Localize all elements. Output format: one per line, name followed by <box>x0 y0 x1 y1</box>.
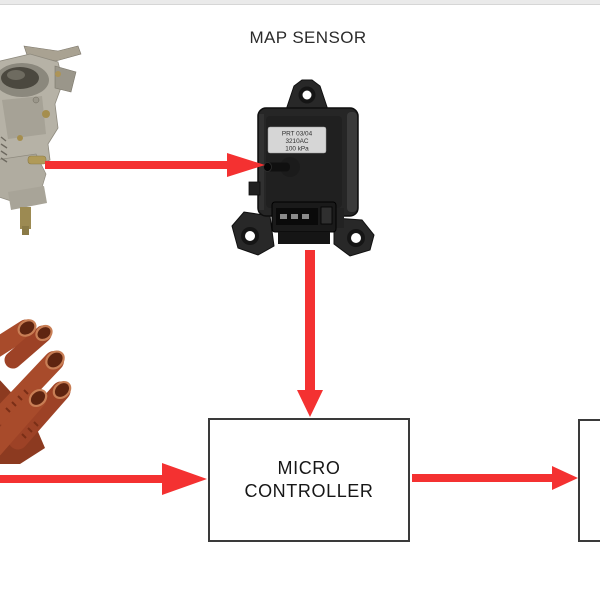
micro-controller-label-line2: CONTROLLER <box>244 481 374 501</box>
micro-controller-box: MICRO CONTROLLER <box>208 418 410 542</box>
output-box-partial <box>578 419 600 542</box>
map-sensor-photo: PRT 03/04 3210AC 100 kPa <box>231 79 375 257</box>
map-sensor-label-line1: PRT 03/04 <box>282 131 313 138</box>
arrow-distributor-to-controller <box>0 463 207 495</box>
map-sensor-label: PRT 03/04 3210AC 100 kPa <box>267 126 327 154</box>
arrow-sensor-to-controller <box>297 250 323 417</box>
arrow-controller-to-output <box>412 466 578 490</box>
map-sensor-label-line2: 3210AC <box>285 138 308 145</box>
page-title: MAP SENSOR <box>249 28 367 47</box>
distributor-photo <box>0 319 72 464</box>
throttle-body-photo <box>0 45 82 235</box>
top-strip <box>0 0 600 5</box>
map-sensor-label-line3: 100 kPa <box>285 146 309 153</box>
micro-controller-label-line1: MICRO <box>277 458 341 478</box>
